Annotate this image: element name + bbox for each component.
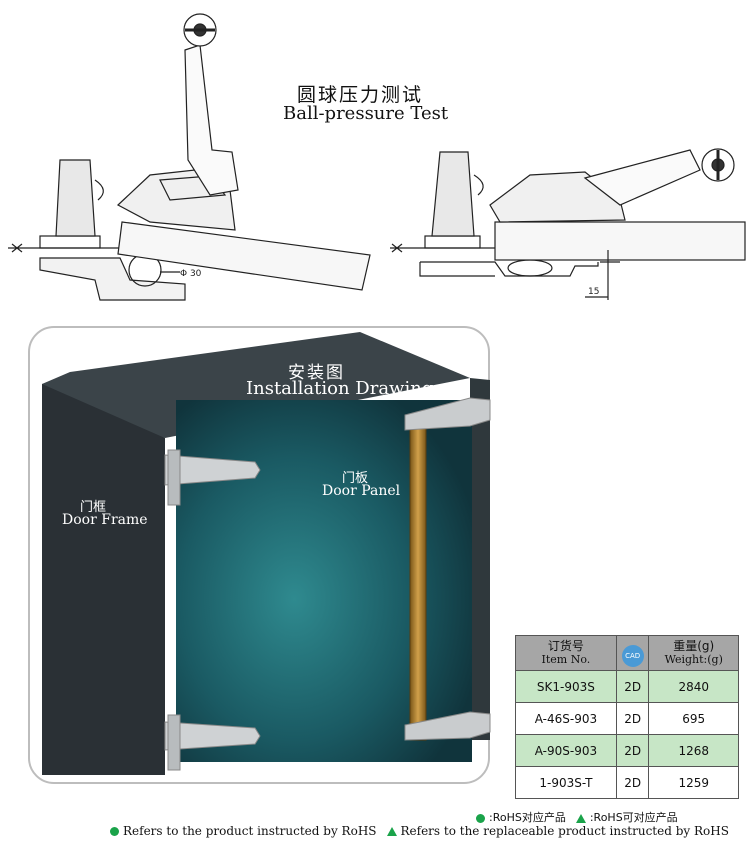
weight-cell: 695 bbox=[648, 702, 739, 735]
cabinet-illustration bbox=[42, 332, 491, 775]
legend-en: Refers to the product instructed by RoHS… bbox=[110, 824, 729, 838]
green-dot-icon bbox=[476, 813, 485, 823]
weight-cell: 1268 bbox=[648, 734, 739, 767]
item-cell: 1-903S-T bbox=[515, 766, 617, 799]
green-dot-icon bbox=[110, 827, 119, 836]
door-panel-label-en: Door Panel bbox=[322, 483, 401, 499]
installation-title-cn: 安装图 bbox=[288, 363, 345, 383]
item-cell: A-90S-903 bbox=[515, 734, 617, 767]
door-frame-label-cn: 门框 bbox=[80, 500, 107, 515]
test-title-cn: 圆球压力测试 bbox=[297, 84, 424, 106]
door-panel-label-cn: 门板 bbox=[342, 471, 369, 486]
height-dimension-label: 15 bbox=[588, 287, 599, 297]
weight-cell: 2840 bbox=[648, 670, 739, 703]
legend-cn: :RoHS对应产品:RoHS可对应产品 bbox=[476, 809, 678, 825]
cad-cell[interactable]: 2D bbox=[615, 734, 650, 767]
table-header-row: 订货号 Item No. CAD 重量(g) Weight:(g) bbox=[515, 635, 739, 671]
door-frame-label-en: Door Frame bbox=[62, 512, 148, 528]
test-title-en: Ball-pressure Test bbox=[283, 103, 449, 124]
table-row: SK1-903S 2D 2840 bbox=[515, 670, 739, 703]
cad-cell[interactable]: 2D bbox=[615, 670, 650, 703]
ball-pressure-test-drawing: Φ 30 15 bbox=[8, 13, 746, 301]
ball-dimension-label: Φ 30 bbox=[180, 269, 202, 279]
bottom-hinge bbox=[164, 714, 261, 771]
cad-cell[interactable]: 2D bbox=[615, 766, 650, 799]
installation-title-en: Installation Drawing bbox=[246, 378, 434, 399]
table-row: A-46S-903 2D 695 bbox=[515, 702, 739, 735]
table-row: A-90S-903 2D 1268 bbox=[515, 734, 739, 767]
header-weight: 重量(g) Weight:(g) bbox=[648, 635, 739, 671]
cad-icon: CAD bbox=[621, 644, 644, 667]
header-cad: CAD bbox=[615, 635, 650, 671]
cad-cell[interactable]: 2D bbox=[615, 702, 650, 735]
green-triangle-icon bbox=[575, 813, 586, 823]
weight-cell: 1259 bbox=[648, 766, 739, 799]
item-cell: SK1-903S bbox=[515, 670, 617, 703]
item-cell: A-46S-903 bbox=[515, 702, 617, 735]
spec-table: 订货号 Item No. CAD 重量(g) Weight:(g) SK1-90… bbox=[515, 635, 739, 799]
header-item: 订货号 Item No. bbox=[515, 635, 617, 671]
bottom-latch bbox=[404, 711, 491, 741]
top-latch bbox=[404, 397, 491, 431]
green-triangle-icon bbox=[386, 827, 397, 836]
table-row: 1-903S-T 2D 1259 bbox=[515, 766, 739, 799]
top-hinge bbox=[164, 449, 261, 506]
